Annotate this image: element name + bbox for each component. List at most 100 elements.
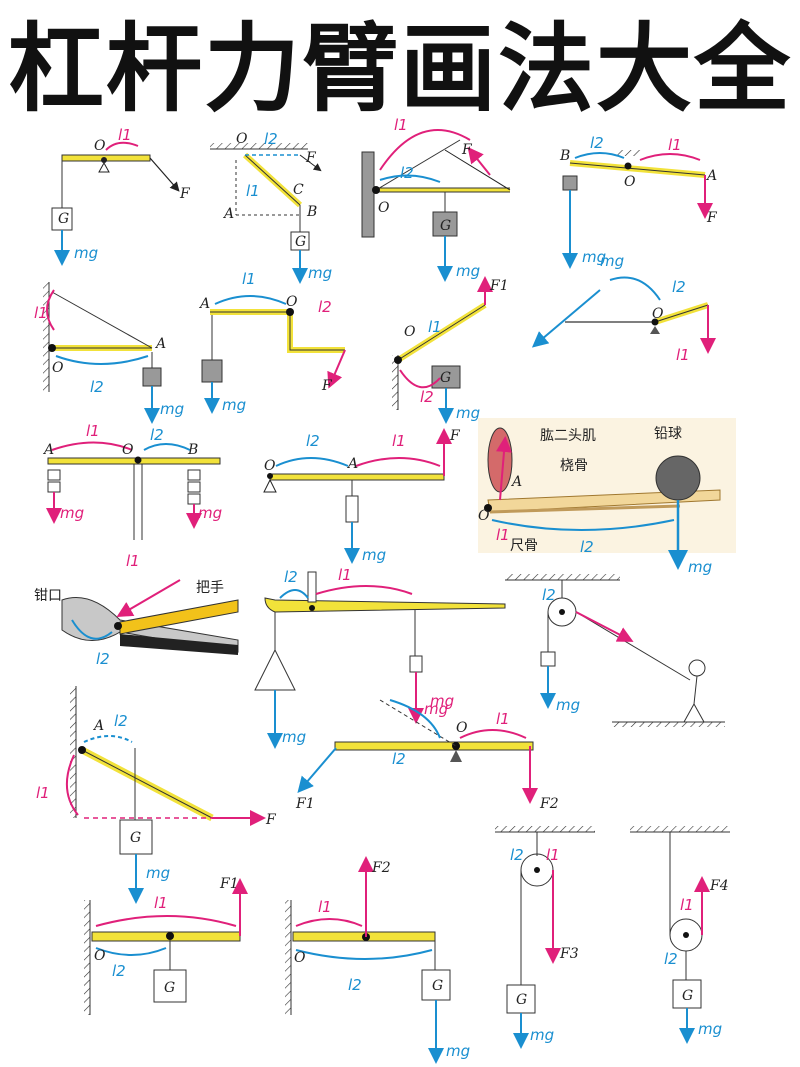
- label-l2-12: l2: [96, 650, 110, 668]
- label-ulna: 尺骨: [510, 538, 538, 554]
- label-o-3: O: [378, 200, 390, 216]
- label-l1-12: l1: [126, 552, 140, 570]
- label-mg-20: mg: [698, 1020, 722, 1038]
- label-mg-4: mg: [582, 248, 606, 266]
- label-l1-5: l1: [34, 304, 48, 322]
- diagram-6: A O F l1 l2 mg: [198, 270, 346, 414]
- label-a-6: A: [198, 296, 210, 312]
- label-o-1: O: [94, 138, 106, 154]
- label-l1-17: l1: [154, 894, 168, 912]
- label-o-8: O: [652, 306, 664, 322]
- label-mg-15: mg: [146, 864, 170, 882]
- label-mg-6: mg: [222, 396, 246, 414]
- label-mg-1: mg: [74, 244, 98, 262]
- label-radius: 桡骨: [560, 458, 588, 474]
- label-mg-11: mg: [688, 558, 712, 576]
- label-a-4: A: [705, 168, 717, 184]
- label-l2-6: l2: [318, 298, 332, 316]
- label-o-9: O: [122, 442, 134, 458]
- label-mg-18: mg: [446, 1042, 470, 1060]
- label-f-10: F: [449, 428, 461, 444]
- label-o-17: O: [94, 948, 106, 964]
- diagram-17: O F1 G l1 l2: [84, 876, 248, 1015]
- diagram-3: O F G l1 l2 mg: [361, 116, 511, 282]
- label-mg-2: mg: [308, 264, 332, 282]
- diagram-11-arm: O A 肱二头肌 桡骨 尺骨 铅球 l1 l2 mg: [478, 418, 736, 576]
- label-l1-16: l1: [496, 710, 510, 728]
- page-title: 杠杆力臂画法大全: [8, 13, 792, 125]
- label-mg-3: mg: [456, 262, 480, 280]
- label-l1-9: l1: [86, 422, 100, 440]
- diagram-20-pulley: F4 G l1 l2 mg: [630, 826, 730, 1044]
- label-o-6: O: [286, 294, 298, 310]
- label-l1-20: l1: [680, 896, 694, 914]
- label-a-5: A: [154, 336, 166, 352]
- label-o-10: O: [264, 458, 276, 474]
- diagram-1: O F G l1 mg: [51, 126, 191, 266]
- label-l2-7: l2: [420, 388, 434, 406]
- label-mg-16: mg: [430, 692, 454, 710]
- label-g-19: G: [516, 992, 527, 1008]
- label-l2-17: l2: [112, 962, 126, 980]
- label-f4-20: F4: [709, 878, 729, 894]
- label-mg-8: mg: [600, 252, 624, 270]
- label-mg-9b: mg: [198, 504, 222, 522]
- label-f1-16: F1: [295, 796, 315, 812]
- label-l2-19: l2: [510, 846, 524, 864]
- label-l2-3: l2: [400, 164, 414, 182]
- label-f-6: F: [321, 378, 333, 394]
- label-l1-10: l1: [392, 432, 406, 450]
- label-mg-13a: mg: [282, 728, 306, 746]
- label-l2-14: l2: [542, 586, 556, 604]
- label-a-11: A: [510, 474, 522, 490]
- label-l2-13: l2: [284, 568, 298, 586]
- label-l2-11: l2: [580, 538, 594, 556]
- label-mg-9a: mg: [60, 504, 84, 522]
- label-f-1: F: [179, 186, 191, 202]
- label-mg-10: mg: [362, 546, 386, 564]
- label-l2-18: l2: [348, 976, 362, 994]
- label-o-7: O: [404, 324, 416, 340]
- label-g-1: G: [58, 211, 69, 227]
- label-shot: 铅球: [654, 426, 682, 442]
- label-mg-5: mg: [160, 400, 184, 418]
- label-f2-18: F2: [371, 860, 391, 876]
- label-g-20: G: [682, 988, 693, 1004]
- label-l1-11: l1: [496, 526, 510, 544]
- label-l2-10: l2: [306, 432, 320, 450]
- label-f1-17: F1: [219, 876, 239, 892]
- label-l1-3: l1: [394, 116, 408, 134]
- label-f-2: F: [305, 150, 317, 166]
- label-l1-2: l1: [246, 182, 260, 200]
- label-g-17: G: [164, 980, 175, 996]
- label-l1-19: l1: [546, 846, 560, 864]
- label-g-3: G: [440, 218, 451, 234]
- diagram-7: O F1 G l1 l2 mg: [392, 276, 509, 424]
- label-l1-13: l1: [338, 566, 352, 584]
- label-f1-7: F1: [489, 278, 509, 294]
- diagram-9: A O B l1 l2 mg mg: [42, 422, 222, 540]
- label-f-4: F: [706, 210, 718, 226]
- diagram-19-pulley: F3 G l2 l1 mg: [495, 826, 595, 1049]
- label-c-2: C: [293, 182, 304, 198]
- label-o-4: O: [624, 174, 636, 190]
- label-b-2: B: [306, 204, 317, 220]
- label-l2-4: l2: [590, 134, 604, 152]
- label-l1-1: l1: [118, 126, 132, 144]
- label-o-16: O: [456, 720, 468, 736]
- label-o-2: O: [236, 131, 248, 147]
- label-g-18: G: [432, 978, 443, 994]
- label-mg-13b: mg: [424, 700, 448, 718]
- label-f-15: F: [265, 812, 277, 828]
- label-o-11: O: [478, 508, 490, 524]
- label-l1-8: l1: [676, 346, 690, 364]
- label-mg-14: mg: [556, 696, 580, 714]
- label-l1-4: l1: [668, 136, 682, 154]
- label-a-9: A: [42, 442, 54, 458]
- label-a-2: A: [222, 206, 234, 222]
- label-l2-20: l2: [664, 950, 678, 968]
- label-g-7: G: [440, 370, 451, 386]
- label-l1-7: l1: [428, 318, 442, 336]
- label-o-18: O: [294, 950, 306, 966]
